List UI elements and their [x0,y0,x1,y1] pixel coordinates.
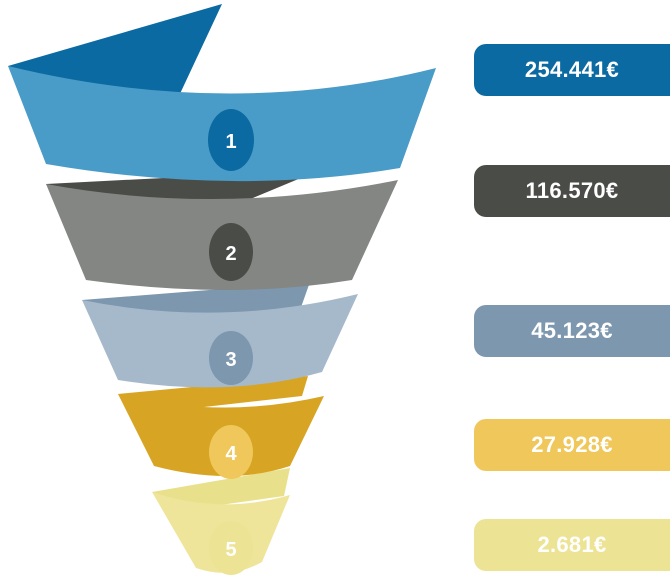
funnel-stage-4-badge [209,425,253,479]
funnel-stage-5: 5 [152,468,290,575]
value-label-stage-3: 45.123€ [474,305,670,357]
value-label-stage-4: 27.928€ [474,419,670,471]
funnel-stage-4: 4 [118,376,324,479]
funnel-stage-1-badge [208,109,254,171]
funnel-stage-4-number: 4 [225,443,237,465]
funnel-stage-3-number: 3 [225,349,236,371]
value-label-stage-2: 116.570€ [474,165,670,217]
funnel-stage-1-number: 1 [225,131,236,153]
value-label-stage-4-text: 27.928€ [531,432,613,457]
funnel-stage-3-badge [209,331,253,385]
funnel-stage-5-badge [209,521,253,575]
funnel-stage-5-number: 5 [225,539,236,561]
funnel-stage-1: 1 [8,4,436,182]
funnel-stage-1-fold [8,4,222,98]
value-label-stage-5-text: 2.681€ [537,532,607,557]
funnel-stage-2: 2 [46,170,398,290]
funnel-stage-2-badge [209,223,253,281]
value-label-stage-2-text: 116.570€ [525,178,619,203]
funnel-stage-2-number: 2 [225,243,236,265]
funnel-stage-3: 3 [82,282,358,388]
value-label-stage-1: 254.441€ [474,44,670,96]
value-label-stage-1-text: 254.441€ [524,57,620,82]
value-label-stage-3-text: 45.123€ [531,318,613,343]
value-label-stage-5: 2.681€ [474,519,670,571]
